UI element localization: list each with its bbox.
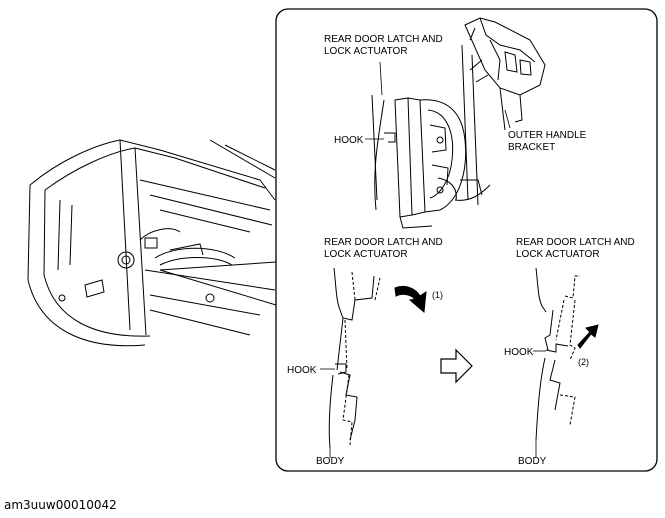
vehicle-door-illustration: [27, 139, 276, 347]
right-latch-label-line1: REAR DOOR LATCH AND: [516, 237, 635, 248]
step2-illustration: [535, 267, 580, 441]
left-body-label: BODY: [316, 456, 345, 467]
right-latch-label-line2: LOCK ACTUATOR: [516, 249, 600, 260]
step1-number: (1): [432, 290, 443, 300]
top-hook-label: HOOK: [334, 135, 364, 146]
detail-callout-lines: [159, 261, 277, 306]
curved-arrow-icon: [394, 285, 427, 314]
right-body-label: BODY: [518, 456, 547, 467]
step2-leaders: [533, 350, 546, 458]
left-latch-label-line2: LOCK ACTUATOR: [324, 249, 408, 260]
step2-number: (2): [578, 357, 589, 367]
right-hook-label: HOOK: [504, 347, 534, 358]
step1-illustration: [328, 267, 381, 449]
left-latch-label-line1: REAR DOOR LATCH AND: [324, 237, 443, 248]
left-hook-label: HOOK: [287, 365, 317, 376]
outer-handle-label-line1: OUTER HANDLE: [508, 130, 587, 141]
straight-arrow-icon: [577, 324, 599, 349]
step1-leaders: [320, 368, 335, 458]
top-leader-lines: [365, 61, 511, 140]
latch-assembly-illustration: [371, 17, 546, 229]
outer-handle-label-line2: BRACKET: [508, 142, 555, 153]
top-latch-label-line1: REAR DOOR LATCH AND: [324, 34, 443, 45]
top-latch-label-line2: LOCK ACTUATOR: [324, 46, 408, 57]
figure-caption: am3uuw00010042: [4, 498, 117, 512]
hollow-right-arrow-icon: [440, 348, 473, 384]
detail-frame: [275, 8, 658, 472]
